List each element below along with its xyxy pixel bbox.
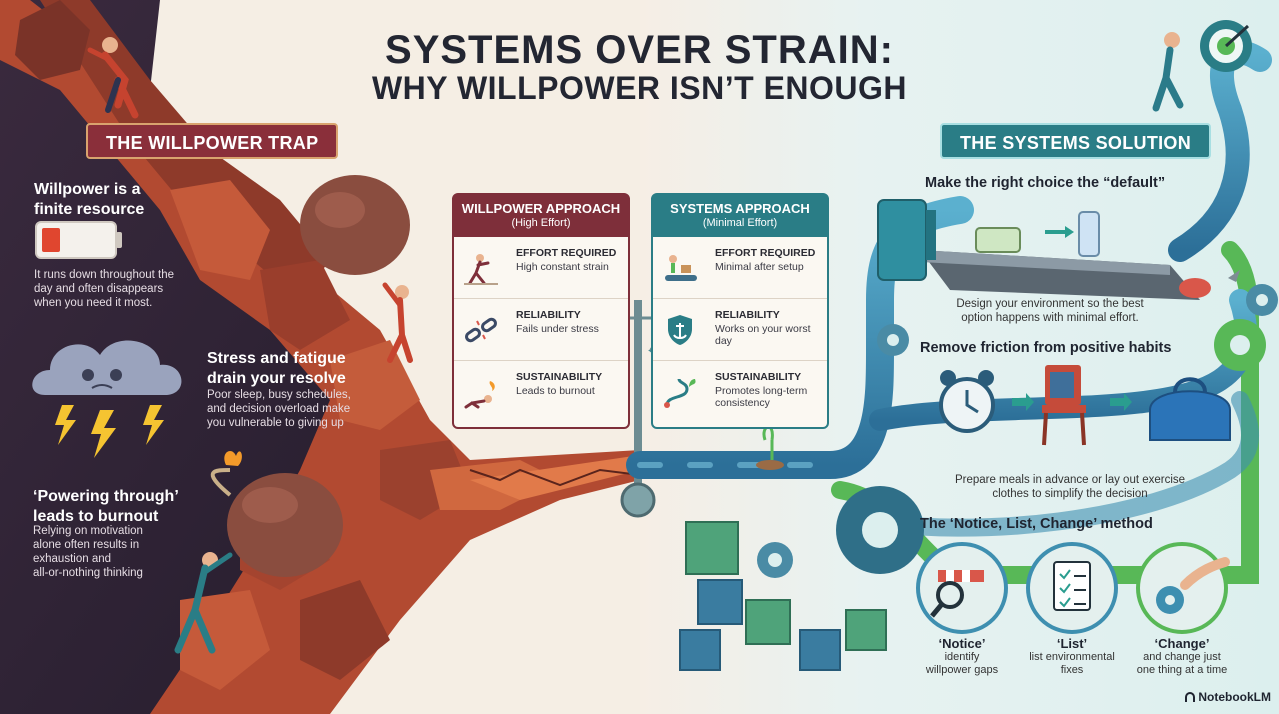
growth-path-icon bbox=[664, 378, 696, 408]
left-item-heading: finite resource bbox=[34, 201, 145, 218]
left-item-body: Poor sleep, busy schedules, and decision… bbox=[207, 389, 351, 429]
alarm-clock-icon bbox=[939, 370, 995, 433]
default-heading: Make the right choice the “default” bbox=[925, 175, 1166, 191]
notebooklm-logo-icon bbox=[1185, 692, 1196, 702]
method-heading: The ‘Notice, List, Change’ method bbox=[920, 516, 1153, 532]
conveyor-person-icon bbox=[665, 255, 697, 281]
collapsed-person-icon bbox=[464, 381, 495, 409]
panel-row: SUSTAINABILITY Promotes long-term consis… bbox=[653, 361, 827, 423]
method-step-list: ‘List’ list environmental fixes bbox=[1029, 636, 1115, 676]
straining-person-icon bbox=[464, 254, 498, 285]
notebooklm-watermark: NotebookLM bbox=[1185, 690, 1271, 704]
friction-body: Prepare meals in advance or lay out exer… bbox=[954, 474, 1186, 500]
default-body: Design your environment so the best opti… bbox=[956, 298, 1144, 324]
target-icon bbox=[1200, 20, 1252, 72]
left-item-stress: Stress and fatigue drain your resolve bbox=[207, 350, 346, 387]
left-item-burnout: ‘Powering through’ leads to burnout bbox=[33, 488, 179, 525]
boulder-middle bbox=[300, 175, 413, 363]
arrow-right-icon bbox=[1228, 270, 1240, 282]
left-item-body: It runs down throughout the day and ofte… bbox=[34, 269, 175, 309]
arrow-right-icon bbox=[1012, 393, 1034, 411]
broken-chain-icon bbox=[465, 317, 497, 343]
panel-row: EFFORT REQUIRED Minimal after setup bbox=[653, 237, 827, 299]
panel-row: RELIABILITY Works on your worst day bbox=[653, 299, 827, 361]
friction-heading: Remove friction from positive habits bbox=[920, 340, 1172, 356]
page-subtitle: WHY WILLPOWER ISN’T ENOUGH bbox=[371, 70, 908, 106]
anchor-shield-icon bbox=[668, 315, 692, 345]
walking-person bbox=[1152, 32, 1184, 112]
method-step-notice: ‘Notice’ identify willpower gaps bbox=[925, 636, 999, 676]
building-blocks bbox=[679, 425, 887, 671]
panel-header: WILLPOWER APPROACH (High Effort) bbox=[454, 195, 628, 237]
climber-top bbox=[15, 0, 139, 119]
method-step-change: ‘Change’ and change just one thing at a … bbox=[1136, 636, 1228, 676]
panel-header: SYSTEMS APPROACH (Minimal Effort) bbox=[653, 195, 827, 237]
left-item-finite-resource: Willpower is a finite resource bbox=[34, 180, 174, 220]
low-battery-icon bbox=[35, 221, 122, 259]
systems-solution-banner: THE SYSTEMS SOLUTION bbox=[940, 123, 1212, 159]
left-item-heading: Willpower is a bbox=[34, 181, 141, 198]
gear-icon bbox=[757, 284, 1278, 578]
willpower-trap-banner: THE WILLPOWER TRAP bbox=[86, 123, 339, 159]
panel-row: SUSTAINABILITY Leads to burnout bbox=[454, 361, 628, 423]
arrow-right-icon bbox=[1110, 393, 1132, 411]
page-title: SYSTEMS OVER STRAIN: bbox=[385, 28, 894, 72]
panel-row: RELIABILITY Fails under stress bbox=[454, 299, 628, 361]
gear-hand-icon bbox=[1156, 557, 1230, 614]
left-item-body: Relying on motivation alone often result… bbox=[33, 525, 143, 579]
conveyor-belt bbox=[877, 199, 1211, 300]
systems-approach-panel: SYSTEMS APPROACH (Minimal Effort) EFFORT… bbox=[651, 193, 829, 429]
checklist-icon bbox=[1053, 561, 1091, 611]
chair-clothes-icon bbox=[1042, 365, 1086, 446]
magnifier-barrier-icon bbox=[930, 570, 984, 618]
willpower-approach-panel: WILLPOWER APPROACH (High Effort) EFFORT … bbox=[452, 193, 630, 429]
boulder-bottom bbox=[174, 450, 343, 654]
panel-row: EFFORT REQUIRED High constant strain bbox=[454, 237, 628, 299]
storm-cloud-icon bbox=[32, 340, 182, 458]
gym-bag-icon bbox=[1149, 377, 1231, 441]
